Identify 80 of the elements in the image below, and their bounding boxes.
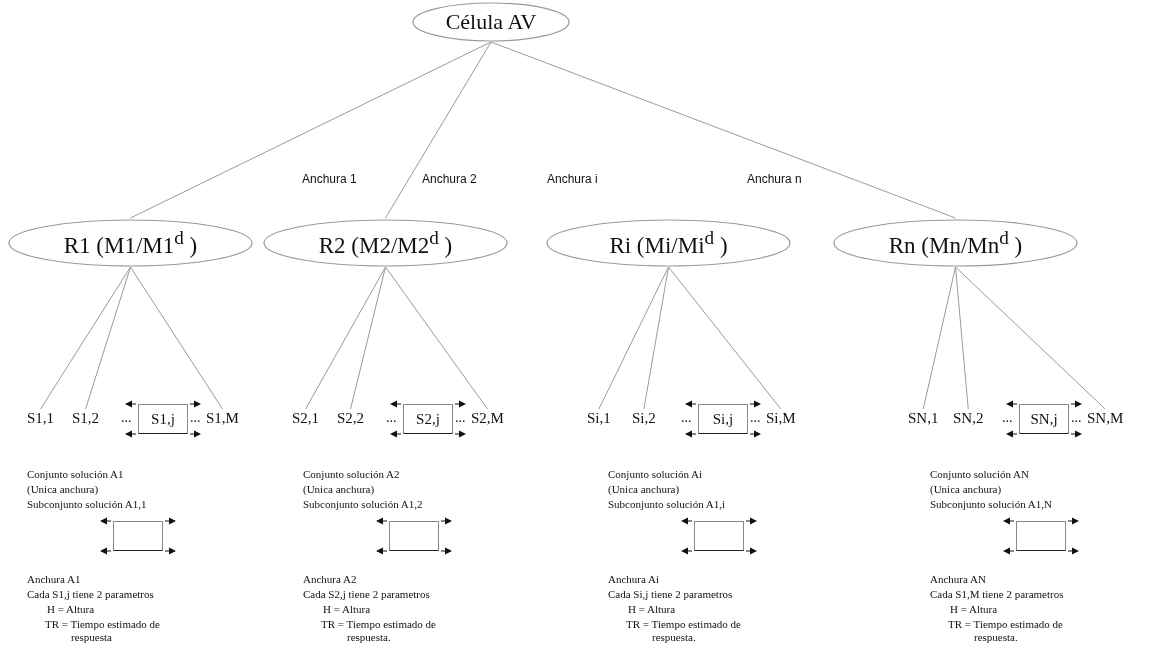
- ellipsis: ...: [455, 411, 466, 424]
- ellipsis: ...: [386, 411, 397, 424]
- note-text: Cada S2,j tiene 2 parametros: [303, 588, 430, 601]
- ellipsis: ...: [750, 411, 761, 424]
- connector-line: [668, 266, 782, 410]
- node-label: S1,2: [72, 410, 100, 427]
- ellipsis: ...: [681, 411, 692, 424]
- ellipse-node: Rn (Mn/Mn$^{d}$ ): [833, 219, 1078, 267]
- connector-line: [40, 266, 131, 410]
- note-text: H = Altura: [950, 603, 998, 616]
- note-text: TR = Tiempo estimado de respuesta.: [321, 618, 437, 644]
- connector-line: [85, 266, 131, 410]
- branch-label: Anchura i: [545, 172, 600, 186]
- node-label: S2,M: [471, 410, 504, 427]
- connector-line: [305, 266, 386, 410]
- note-text: H = Altura: [47, 603, 95, 616]
- ellipsis: ...: [121, 411, 132, 424]
- connector-line: [922, 266, 956, 410]
- note-text: Cada Si,j tiene 2 parametros: [608, 588, 733, 601]
- connector-line: [130, 266, 223, 410]
- node-label: S1,M: [206, 410, 239, 427]
- ellipsis: ...: [1002, 411, 1013, 424]
- edge-label: Anchura 2: [420, 172, 479, 186]
- note-text: Anchura Ai: [608, 573, 659, 586]
- note-text: Conjunto solución AN: [930, 468, 1029, 481]
- note-text: Conjunto solución Ai: [608, 468, 703, 481]
- node-label: S2,1: [292, 410, 320, 427]
- connector-line: [955, 266, 969, 410]
- node-label: SN,1: [908, 410, 939, 427]
- boxed-label: S2,j: [403, 404, 453, 434]
- ellipsis: ...: [190, 411, 201, 424]
- note-text: Subconjunto solución A1,1: [27, 498, 147, 511]
- node-label: S2,2: [337, 410, 365, 427]
- ellipsis: ...: [1071, 411, 1082, 424]
- connector-line: [643, 266, 669, 410]
- boxed-label: SN,j: [1019, 404, 1069, 434]
- node-label: S1,1: [27, 410, 55, 427]
- note-text: TR = Tiempo estimado de respuesta: [45, 618, 161, 644]
- connector-line: [598, 266, 669, 410]
- note-text: Subconjunto solución A1,2: [303, 498, 423, 511]
- edge-label: Anchura n: [745, 172, 804, 186]
- note-text: (Unica anchura): [930, 483, 1002, 496]
- connector-line: [350, 266, 386, 410]
- boxed-label: S1,j: [138, 404, 188, 434]
- note-text: Subconjunto solución A1,N: [930, 498, 1052, 511]
- note-text: H = Altura: [628, 603, 676, 616]
- ellipse-node: R2 (M2/M2$^{d}$ ): [263, 219, 508, 267]
- note-text: Anchura A1: [27, 573, 81, 586]
- node-label: SN,M: [1087, 410, 1124, 427]
- edge-label: Anchura 1: [300, 172, 359, 186]
- empty-box: [1016, 521, 1066, 551]
- note-text: Cada S1,j tiene 2 parametros: [27, 588, 154, 601]
- note-text: TR = Tiempo estimado de respuesta.: [626, 618, 742, 644]
- ellipse-node: Célula AV: [412, 2, 570, 42]
- note-text: TR = Tiempo estimado de respuesta.: [948, 618, 1064, 644]
- connector-line: [130, 41, 492, 219]
- note-text: Conjunto solución A2: [303, 468, 400, 481]
- note-text: Anchura AN: [930, 573, 986, 586]
- note-text: (Unica anchura): [303, 483, 375, 496]
- empty-box: [113, 521, 163, 551]
- boxed-label: Si,j: [698, 404, 748, 434]
- node-label: Si,M: [766, 410, 796, 427]
- connector-line: [385, 41, 492, 219]
- ellipse-node: Ri (Mi/Mi$^{d}$ ): [546, 219, 791, 267]
- empty-box: [389, 521, 439, 551]
- ellipse-node: R1 (M1/M1$^{d}$ ): [8, 219, 253, 267]
- note-text: Anchura A2: [303, 573, 357, 586]
- connector-line: [490, 41, 956, 219]
- node-label: Si,2: [632, 410, 656, 427]
- connector-line: [385, 266, 488, 410]
- node-label: Si,1: [587, 410, 611, 427]
- connector-line: [955, 266, 1106, 410]
- note-text: Cada S1,M tiene 2 parametros: [930, 588, 1064, 601]
- note-text: (Unica anchura): [27, 483, 99, 496]
- empty-box: [694, 521, 744, 551]
- note-text: Subconjunto solución A1,i: [608, 498, 726, 511]
- note-text: H = Altura: [323, 603, 371, 616]
- node-label: SN,2: [953, 410, 984, 427]
- note-text: Conjunto solución A1: [27, 468, 124, 481]
- note-text: (Unica anchura): [608, 483, 680, 496]
